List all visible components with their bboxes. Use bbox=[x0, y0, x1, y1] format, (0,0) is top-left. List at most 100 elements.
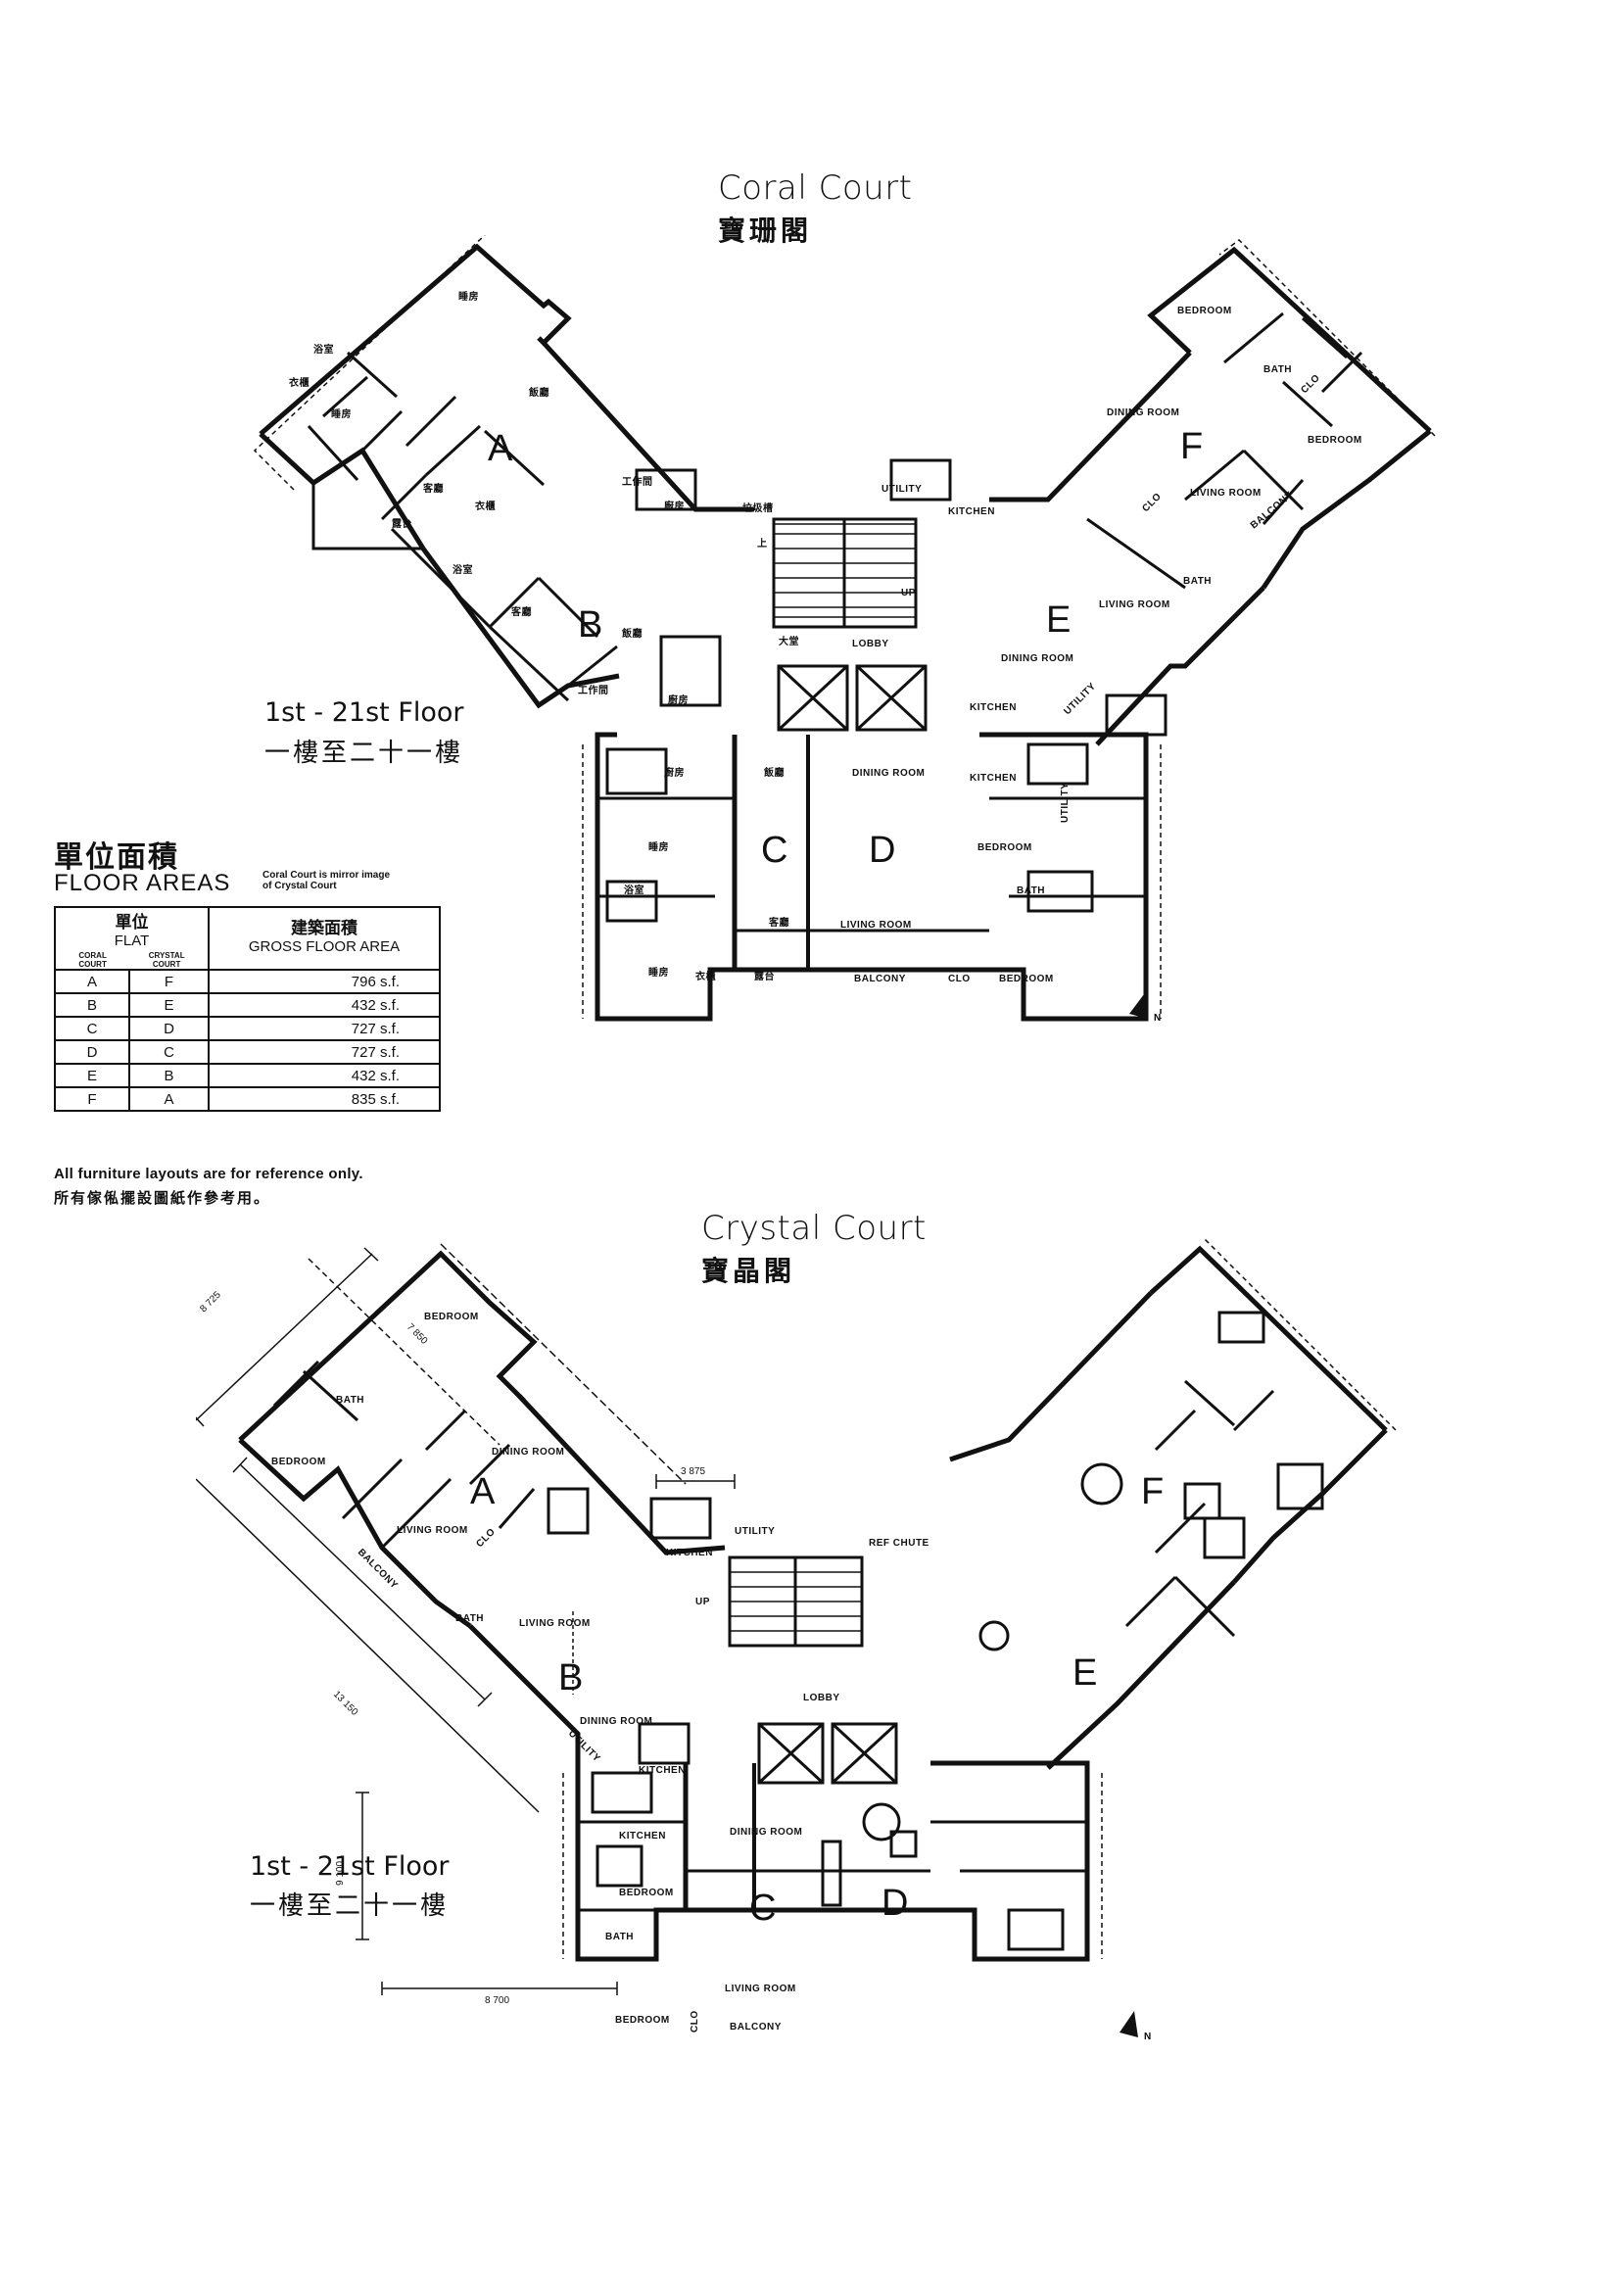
coral-floor-label-cn: 一樓至二十一樓 bbox=[264, 739, 464, 768]
room-label: LIVING ROOM bbox=[397, 1525, 468, 1536]
unit-label-b: B bbox=[558, 1657, 583, 1698]
unit-label-a: A bbox=[470, 1471, 496, 1512]
room-label: 工作間 bbox=[622, 475, 653, 488]
room-label: DINING ROOM bbox=[580, 1716, 652, 1727]
room-label: BALCONY bbox=[356, 1547, 400, 1591]
room-label: 浴室 bbox=[453, 563, 473, 576]
dimension-label: 9 100 bbox=[335, 1861, 346, 1886]
unit-label-e: E bbox=[1072, 1652, 1097, 1694]
room-label: 客廳 bbox=[510, 605, 532, 618]
unit-label-f: F bbox=[1180, 426, 1203, 467]
room-label: DINING ROOM bbox=[852, 768, 925, 779]
room-label: DINING ROOM bbox=[730, 1827, 802, 1838]
room-label: BATH bbox=[1183, 576, 1212, 587]
room-label: CLO bbox=[948, 974, 971, 984]
room-label: REF CHUTE bbox=[869, 1538, 929, 1549]
room-label: 上 bbox=[757, 537, 768, 550]
table-row: F A 835 s.f. bbox=[54, 1086, 441, 1112]
room-label: LIVING ROOM bbox=[1190, 488, 1262, 499]
room-label: KITCHEN bbox=[639, 1765, 686, 1776]
room-label: LOBBY bbox=[852, 639, 889, 649]
room-label: UTILITY bbox=[1060, 783, 1071, 823]
floor-areas-title: FLOOR AREAS bbox=[54, 870, 231, 896]
room-label: 飯廳 bbox=[528, 386, 549, 399]
table-row: B E 432 s.f. bbox=[54, 992, 441, 1018]
room-label: UTILITY bbox=[566, 1728, 602, 1764]
room-label: BEDROOM bbox=[977, 842, 1032, 853]
room-label: DINING ROOM bbox=[1107, 407, 1179, 418]
room-label: 廚房 bbox=[668, 694, 689, 706]
crystal-court-title: Crystal Court bbox=[701, 1209, 927, 1248]
room-label: UP bbox=[695, 1597, 710, 1607]
unit-label-e: E bbox=[1046, 599, 1071, 641]
room-label: 浴室 bbox=[313, 343, 334, 356]
room-label: BATH bbox=[455, 1613, 484, 1624]
room-label: 睡房 bbox=[331, 407, 352, 420]
furniture-disclaimer: All furniture layouts are for reference … bbox=[54, 1166, 363, 1182]
room-label: 工作間 bbox=[578, 684, 609, 696]
room-label: 露台 bbox=[392, 517, 412, 530]
room-label: BEDROOM bbox=[999, 974, 1054, 984]
room-label: BATH bbox=[1017, 885, 1045, 896]
room-label: BEDROOM bbox=[615, 2015, 670, 2026]
svg-text:N: N bbox=[1154, 1013, 1162, 1024]
room-label: UP bbox=[901, 588, 916, 598]
unit-label-d: D bbox=[869, 830, 895, 871]
furniture-disclaimer-cn: 所有傢俬擺設圖紙作參考用。 bbox=[54, 1190, 271, 1207]
room-label: CLO bbox=[690, 2010, 700, 2033]
room-label: BEDROOM bbox=[619, 1888, 674, 1898]
room-label: 睡房 bbox=[648, 966, 669, 979]
dimension-label: 7 850 bbox=[405, 1321, 430, 1347]
svg-text:N: N bbox=[1144, 2032, 1152, 2042]
dimension-label: 8 725 bbox=[198, 1289, 223, 1315]
gross-floor-area-header: 建築面積 GROSS FLOOR AREA bbox=[208, 906, 441, 971]
room-label: KITCHEN bbox=[666, 1548, 713, 1558]
room-label: LIVING ROOM bbox=[519, 1618, 591, 1629]
crystal-court-title-cn: 寶晶閣 bbox=[701, 1255, 796, 1287]
room-label: BEDROOM bbox=[271, 1457, 326, 1467]
room-label: 大堂 bbox=[779, 635, 799, 647]
table-row: A F 796 s.f. bbox=[54, 969, 441, 994]
coral-court-title: Coral Court bbox=[718, 168, 913, 208]
unit-label-f: F bbox=[1141, 1471, 1164, 1512]
coral-wall bbox=[259, 243, 572, 436]
room-label: 客廳 bbox=[422, 482, 444, 495]
north-arrow-icon: N bbox=[1129, 994, 1162, 1024]
coral-court-floor-plan: 睡房 浴室 衣櫃 睡房 飯廳 客廳 露台 工作間 廚房 衣櫃 浴室 客廳 飯廳 … bbox=[253, 235, 1436, 1024]
room-label: KITCHEN bbox=[970, 773, 1017, 784]
room-label: BATH bbox=[605, 1932, 634, 1942]
room-label: KITCHEN bbox=[948, 506, 995, 517]
room-label: KITCHEN bbox=[619, 1831, 666, 1842]
room-label: CLO bbox=[474, 1526, 498, 1550]
room-label: UTILITY bbox=[735, 1526, 775, 1537]
room-label: 露台 bbox=[754, 970, 775, 982]
room-label: 衣櫃 bbox=[289, 376, 310, 389]
room-label: CLO bbox=[1140, 491, 1164, 514]
room-label: 廚房 bbox=[664, 766, 685, 779]
dimension-label: 8 700 bbox=[485, 1995, 509, 2006]
room-label: 衣櫃 bbox=[695, 970, 716, 982]
unit-label-c: C bbox=[761, 830, 787, 871]
room-label: BEDROOM bbox=[424, 1312, 479, 1322]
unit-label-b: B bbox=[578, 604, 602, 646]
room-label: LIVING ROOM bbox=[1099, 599, 1170, 610]
room-label: 垃圾槽 bbox=[742, 502, 774, 514]
floor-areas-title-cn: 單位面積 bbox=[54, 840, 179, 875]
room-label: 睡房 bbox=[648, 840, 669, 853]
room-label: BEDROOM bbox=[1308, 435, 1362, 446]
room-label: DINING ROOM bbox=[492, 1447, 564, 1458]
room-label: BALCONY bbox=[730, 2022, 782, 2033]
room-label: 衣櫃 bbox=[475, 500, 496, 512]
room-label: UTILITY bbox=[1062, 681, 1098, 717]
coral-floor-label: 1st - 21st Floor bbox=[264, 697, 464, 728]
room-label: 睡房 bbox=[458, 290, 479, 303]
room-label: 客廳 bbox=[768, 916, 789, 929]
room-label: BEDROOM bbox=[1177, 306, 1232, 316]
dimension-label: 13 150 bbox=[331, 1689, 360, 1718]
room-label: LIVING ROOM bbox=[725, 1984, 796, 1994]
room-label: UTILITY bbox=[881, 484, 922, 495]
unit-label-c: C bbox=[749, 1888, 776, 1929]
room-label: 飯廳 bbox=[621, 627, 643, 640]
